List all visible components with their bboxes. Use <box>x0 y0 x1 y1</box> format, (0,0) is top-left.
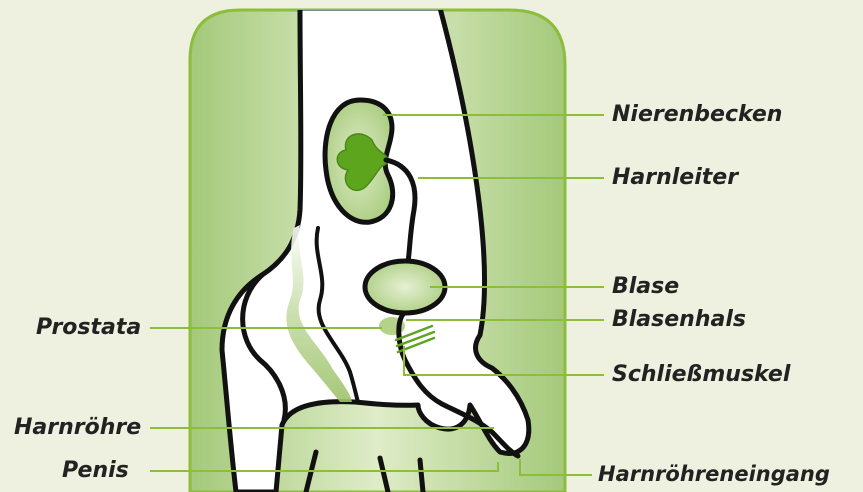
label-penis: Penis <box>62 460 129 482</box>
label-harnleiter: Harnleiter <box>612 167 738 189</box>
label-blasenhals: Blasenhals <box>612 309 746 331</box>
label-prostata: Prostata <box>36 317 141 339</box>
label-harnroehre: Harnröhre <box>14 417 141 439</box>
label-schliessmuskel: Schließmuskel <box>612 364 790 386</box>
label-blase: Blase <box>612 276 679 298</box>
leg-line-right <box>420 460 423 492</box>
label-nierenbecken: Nierenbecken <box>612 104 782 126</box>
label-harnroehreneingang: Harnröhreneingang <box>598 464 830 485</box>
